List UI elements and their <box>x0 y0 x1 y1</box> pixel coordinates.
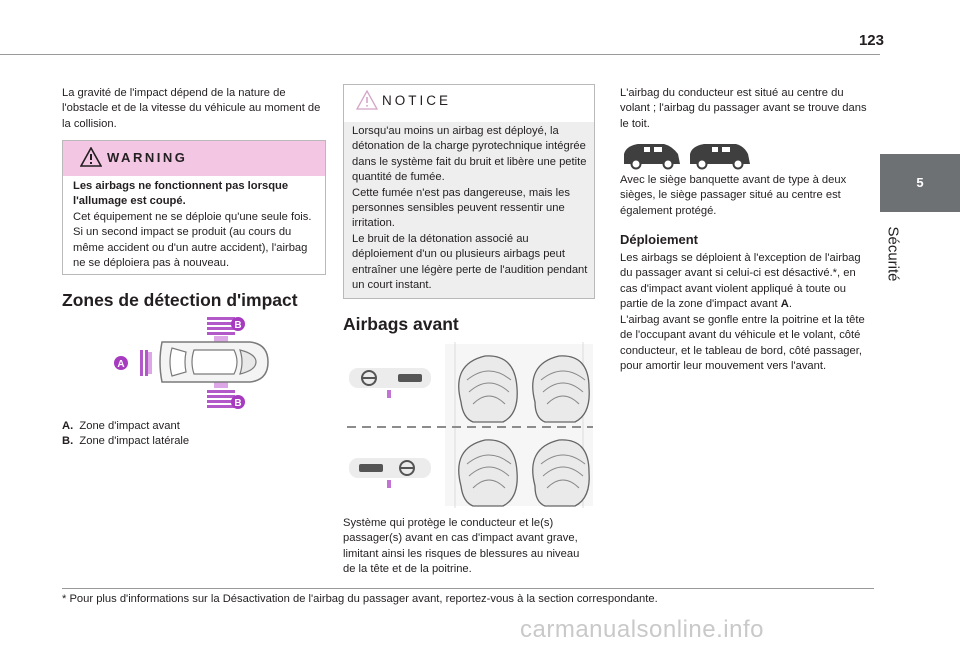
van-short-icon <box>624 144 680 170</box>
warning-bold-text: Les airbags ne fonctionnent pas lorsque … <box>73 180 289 208</box>
diagram-marker-a: A <box>117 359 124 370</box>
legend-item-b: B. Zone d'impact latérale <box>62 434 330 449</box>
warning-body-text: Cet équipement ne se déploie qu'une seul… <box>73 210 312 270</box>
impact-zones-diagram: B B A <box>114 317 269 409</box>
warning-box: WARNING Les airbags ne fonctionnent pas … <box>62 140 326 275</box>
notice-text: Lorsqu'au moins un airbag est déployé, l… <box>352 125 588 292</box>
deployment-text-1: Les airbags se déploient à l'exception d… <box>620 252 861 311</box>
header-rule <box>0 54 880 55</box>
warning-icon <box>80 147 102 167</box>
section-title-impact-zones: Zones de détection d'impact <box>62 290 298 310</box>
notice-header: NOTICE <box>344 85 594 120</box>
deployment-zone-ref: A <box>780 298 789 311</box>
page-number: 123 <box>858 32 884 49</box>
front-airbags-illustration <box>347 342 593 508</box>
warning-header: WARNING <box>63 141 325 176</box>
chapter-tab-number[interactable]: 5 <box>880 154 960 212</box>
notice-body: Lorsqu'au moins un airbag est déployé, l… <box>344 122 594 298</box>
section-title-front-airbags: Airbags avant <box>343 314 459 334</box>
legend-text-b: Zone d'impact latérale <box>79 435 190 448</box>
notice-title: NOTICE <box>382 93 452 108</box>
legend-key-a: A. <box>62 420 74 432</box>
footnote-rule <box>62 588 874 589</box>
notice-box: NOTICE Lorsqu'au moins un airbag est dép… <box>343 84 595 299</box>
deployment-paragraph: Les airbags se déploient à l'exception d… <box>620 251 868 313</box>
inflation-paragraph: L'airbag avant se gonfle entre la poitri… <box>620 314 865 373</box>
warning-text: Les airbags ne fonctionnent pas lorsque … <box>73 179 317 271</box>
deployment-subtitle: Déploiement <box>620 232 699 247</box>
legend-text-a: Zone d'impact avant <box>79 420 180 432</box>
legend-key-b: B. <box>62 435 74 448</box>
legend-item-a: A. Zone d'impact avant <box>62 419 330 434</box>
bench-seat-paragraph: Avec le siège banquette avant de type à … <box>620 174 847 217</box>
notice-warning-icon <box>356 90 378 110</box>
deployment-text-2: . <box>788 298 792 311</box>
airbag-location-paragraph: L'airbag du conducteur est situé au cent… <box>620 87 867 130</box>
van-long-icon <box>690 144 750 170</box>
warning-title: WARNING <box>107 150 188 165</box>
diagram-marker-b-bottom: B <box>234 398 241 409</box>
impact-zone-legend: A. Zone d'impact avant B. Zone d'impact … <box>62 419 330 450</box>
vehicle-icons <box>624 144 750 170</box>
front-airbags-caption: Système qui protège le conducteur et le(… <box>343 517 580 576</box>
watermark: carmanualsonline.info <box>520 616 764 643</box>
chapter-tab-label-text: Sécurité <box>884 226 902 282</box>
footnote: * Pour plus d'informations sur la Désact… <box>62 593 658 605</box>
intro-paragraph: La gravité de l'impact dépend de la natu… <box>62 87 321 130</box>
chapter-tab-label: Sécurité <box>882 214 904 294</box>
diagram-marker-b-top: B <box>234 320 241 331</box>
